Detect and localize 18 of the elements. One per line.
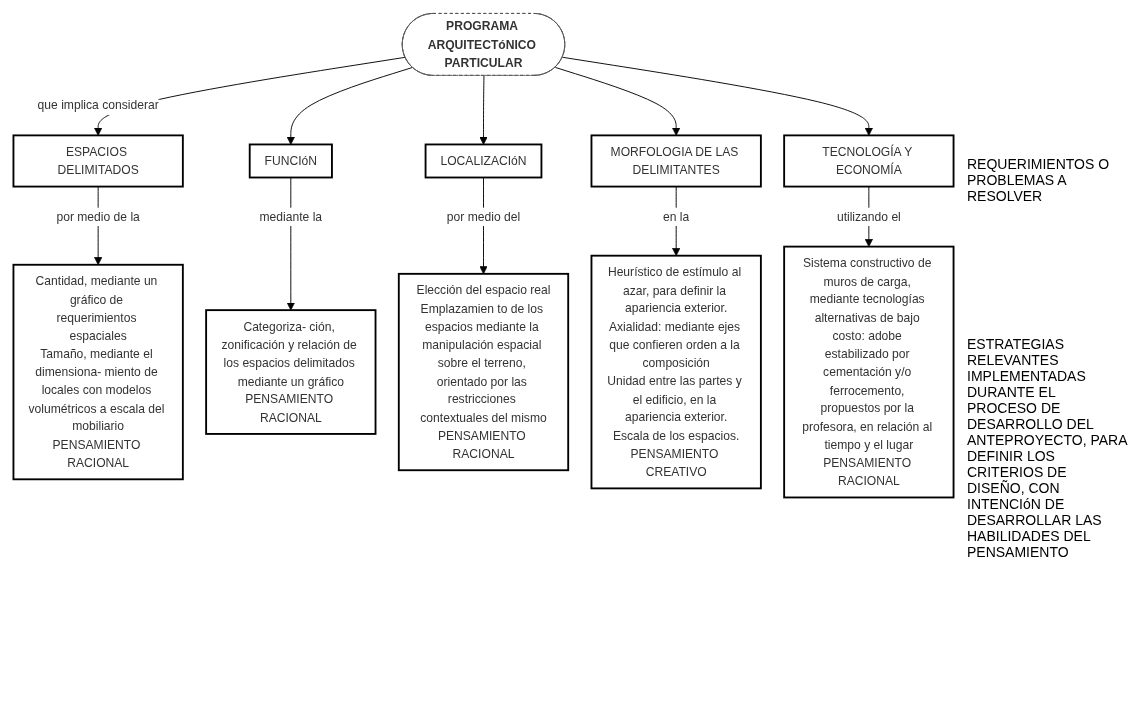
row-label: ESTRATEGIAS RELEVANTES IMPLEMENTADAS DURANTE EL PROCESO DE DESARROLLO DEL ANTEPROYECTO, PARA DEFINIR LOS CRITERIOS DE DISEÑO, CON INTENCIóN DE DESARROLLAR LAS HABILIDADES DEL PENSAMIENTO	[967, 336, 1127, 560]
edge-label: utilizando el	[836, 209, 901, 224]
edge-label: por medio del	[446, 209, 521, 224]
edge-label: por medio de la	[56, 209, 140, 224]
node-box: Sistema constructivo de muros de carga, mediante tecnologías alternativas de bajo costo: adobe estabilizado por cementación y/o ferrocemento, propuestos por la profesora, en relación al tiempo y el lugar PENSAMIENTO RACIONAL	[783, 245, 955, 499]
node-box: TECNOLOGÍA Y ECONOMÍA	[783, 134, 955, 188]
node-box: LOCALIZACIóN	[424, 143, 543, 179]
row-label: REQUERIMIENTOS O PROBLEMAS A RESOLVER	[967, 156, 1111, 204]
node-box: Cantidad, mediante un gráfico de requerimientos espaciales Tamaño, mediante el dimensiona- miento de locales con modelos volumétricos a escala del mobiliario PENSAMIENTO RACIONAL	[12, 263, 184, 481]
node-box: ESPACIOS DELIMITADOS	[12, 134, 184, 188]
node-box: FUNCIóN	[248, 143, 333, 179]
node-box: Elección del espacio real Emplazamien to de los espacios mediante la manipulación espacial sobre el terreno, orientado por las restricciones contextuales del mismo PENSAMIENTO RACIONAL	[397, 272, 570, 472]
edge-label: mediante la	[259, 209, 323, 224]
node-box: Heurístico de estímulo al azar, para definir la apariencia exterior. Axialidad: mediante ejes que confieren orden a la composición Unidad entre las partes y el edificio, en la apariencia exterior. Escala de los espacios. PENSAMIENTO CREATIVO	[590, 254, 762, 490]
node-box: MORFOLOGIA DE LAS DELIMITANTES	[590, 134, 762, 188]
edge-label: que implica considerar	[37, 98, 159, 113]
edge-label: en la	[663, 209, 690, 224]
node-box: Categoriza- ción, zonificación y relación de los espacios delimitados mediante un gráfico PENSAMIENTO RACIONAL	[205, 309, 377, 435]
